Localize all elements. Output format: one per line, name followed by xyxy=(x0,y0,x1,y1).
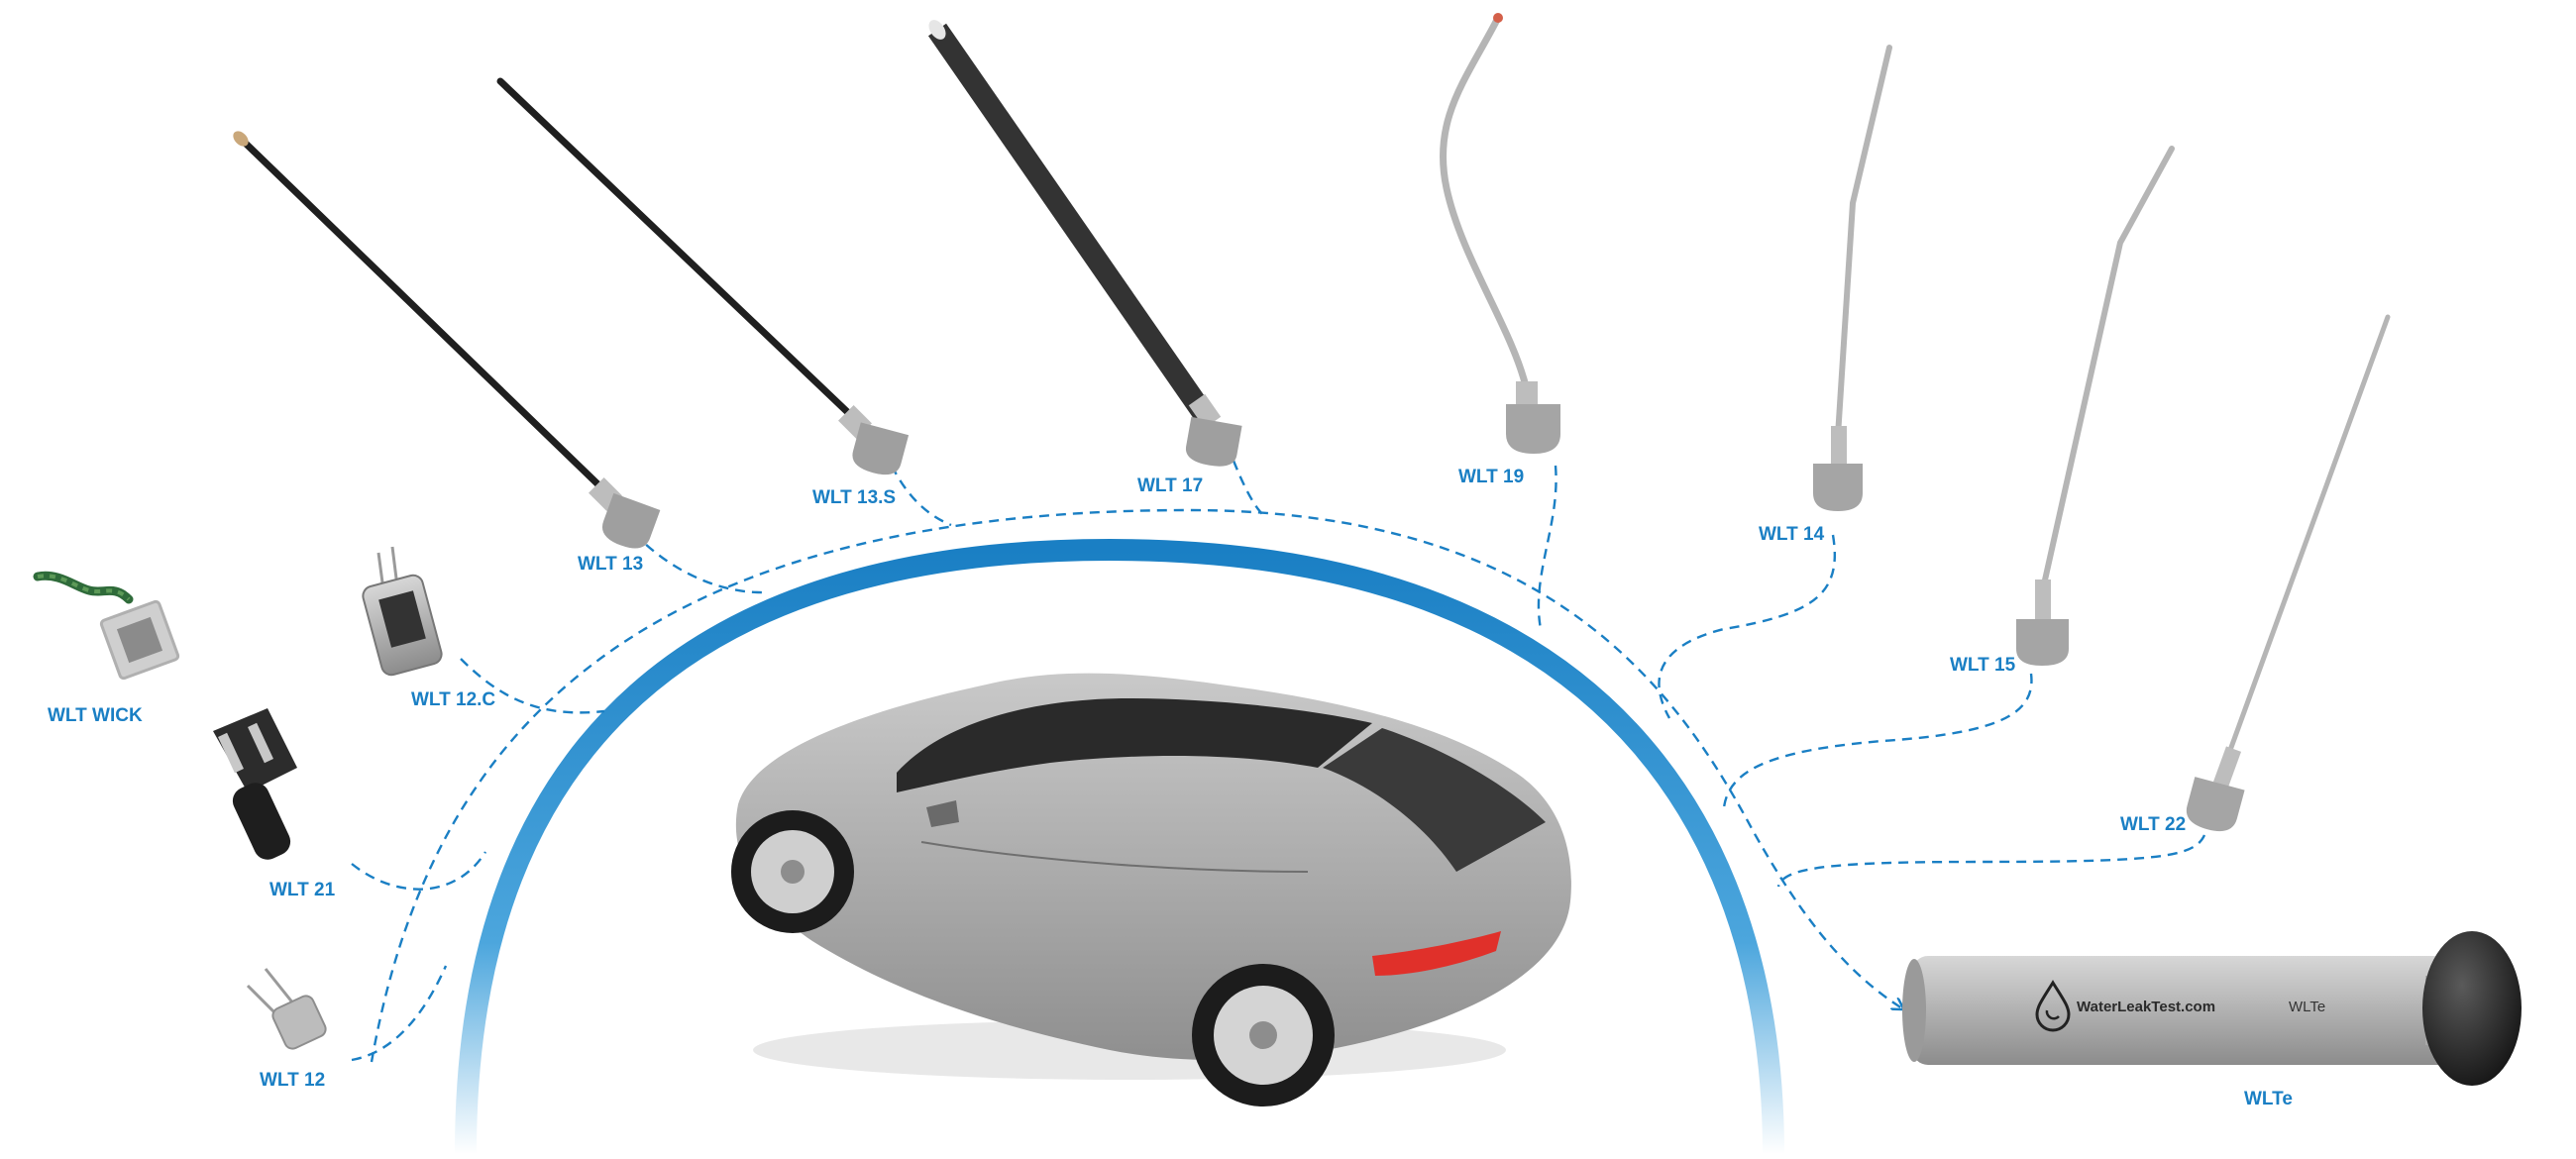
label-wlt-13s: WLT 13.S xyxy=(812,487,896,508)
connector-wlt-13 xyxy=(633,532,769,594)
label-wlte: WLTe xyxy=(2244,1089,2293,1109)
label-wlt-12: WLT 12 xyxy=(260,1070,325,1091)
device-brand-text: WaterLeakTest.com xyxy=(2077,999,2215,1015)
connector-wlt-19 xyxy=(1537,465,1557,630)
label-wlt-17: WLT 17 xyxy=(1137,475,1203,496)
probe-wlt-14 xyxy=(1813,45,1892,511)
probe-wlt-13s xyxy=(496,77,910,475)
label-wlt-22: WLT 22 xyxy=(2120,814,2186,835)
connector-wlt-13s xyxy=(890,465,952,527)
connector-wlt-12 xyxy=(351,965,448,1062)
outer-dashed-arc xyxy=(370,508,1902,1063)
blue-arc xyxy=(455,538,1784,1155)
label-wlt-21: WLT 21 xyxy=(269,880,336,900)
probe-wlt-13 xyxy=(233,131,661,549)
label-wlt-12c: WLT 12.C xyxy=(411,689,495,710)
label-wlt-15: WLT 15 xyxy=(1950,655,2016,676)
connector-wlt-12c xyxy=(460,658,605,714)
connector-wlt-17 xyxy=(1232,460,1264,516)
car-tail-light xyxy=(1372,931,1501,976)
wlte-device: WaterLeakTest.com WLTe xyxy=(1902,931,2522,1086)
label-wlt-wick: WLT WICK xyxy=(48,705,143,726)
connector-wlt-21 xyxy=(351,851,487,891)
label-wlt-14: WLT 14 xyxy=(1759,524,1825,545)
probe-wlt-12 xyxy=(246,968,327,1050)
probe-wlt-wick xyxy=(33,571,180,681)
car-windows xyxy=(897,698,1372,792)
probe-wlt-12c xyxy=(362,546,443,677)
probe-wlt-17 xyxy=(927,20,1242,467)
car-front-wheel xyxy=(731,810,854,933)
connector-wlt-14 xyxy=(1658,534,1836,719)
connector-wlt-22 xyxy=(1776,834,2206,888)
probe-wlt-15 xyxy=(2016,146,2175,666)
probe-wlt-22 xyxy=(2186,314,2391,832)
dashed-connectors xyxy=(351,460,2206,1063)
label-wlt-19: WLT 19 xyxy=(1458,467,1524,487)
car-illustration xyxy=(731,673,1571,1106)
device-model-text: WLTe xyxy=(2289,999,2325,1015)
label-wlt-13: WLT 13 xyxy=(578,554,643,575)
probe-wlt-21 xyxy=(213,708,297,860)
connector-wlt-15 xyxy=(1722,673,2033,808)
probe-wlt-19 xyxy=(1439,13,1560,454)
water-drop-icon xyxy=(2035,980,2071,1032)
car-rear-wheel xyxy=(1192,964,1335,1106)
